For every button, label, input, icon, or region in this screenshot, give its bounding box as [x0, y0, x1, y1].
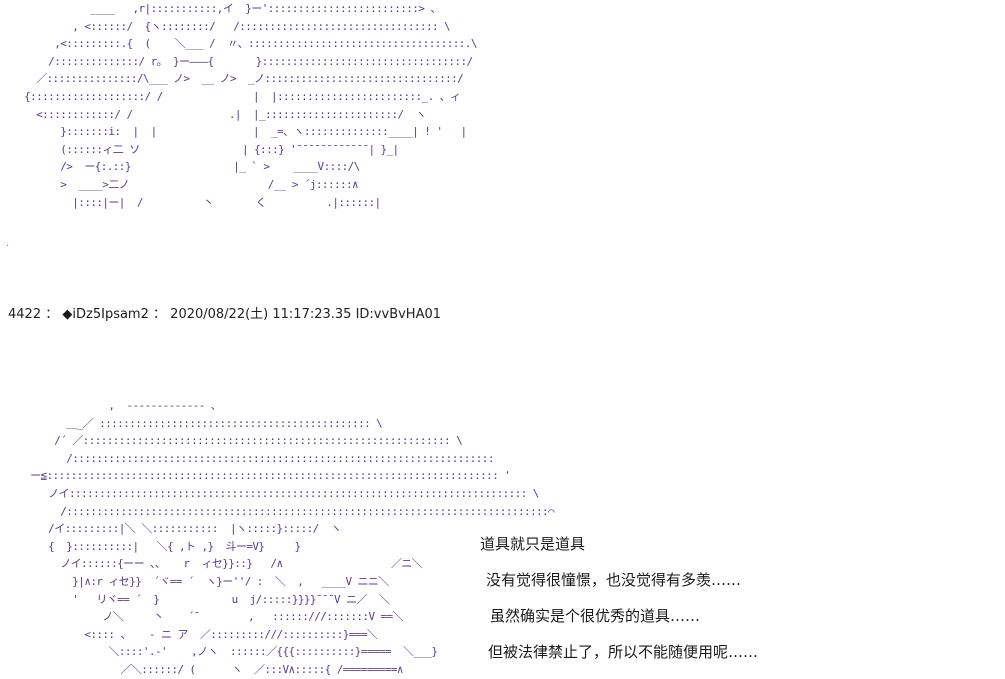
separator: ：	[153, 307, 167, 322]
trip-code: iDz5Ipsam2	[72, 307, 149, 322]
separator: ：	[45, 307, 59, 322]
dialog-line: 道具就只是道具	[480, 535, 586, 553]
stray-dot: .	[6, 238, 10, 249]
dialog-line: 但被法律禁止了，所以不能随便用呢……	[488, 643, 759, 661]
trip-mark: ◆	[62, 307, 73, 322]
dialog-line: 没有觉得很憧憬，也没觉得有多羡……	[486, 571, 742, 589]
ascii-art-bottom: , ------------- 、 ＿_／ ::::::::::::::::::…	[30, 399, 555, 676]
post-header: 4422 ： ◆iDz5Ipsam2 ： 2020/08/22(土) 11:17…	[8, 303, 441, 322]
post-datetime: 2020/08/22(土) 11:17:23.35	[170, 307, 352, 322]
post-number[interactable]: 4422	[8, 307, 42, 322]
ascii-art-top: ____ ,r|:::::::::::,イ }ー':::::::::::::::…	[24, 2, 477, 209]
dialog-line: 虽然确实是个很优秀的道具……	[490, 607, 701, 625]
post-id[interactable]: ID:vvBvHA01	[355, 307, 442, 322]
